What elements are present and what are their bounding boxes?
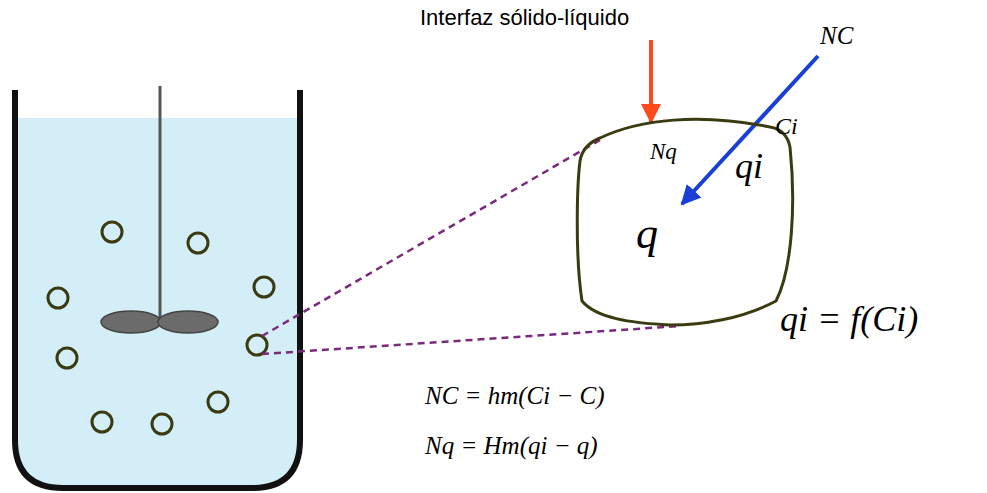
impeller-blade (158, 311, 218, 333)
particle-outline (570, 105, 802, 337)
flux-equation: Nq = Hm(qi − q) (425, 432, 598, 460)
particles (48, 222, 274, 434)
interface-concentration: Ci (775, 113, 798, 139)
flux-equation: NC = hm(Ci − C) (425, 382, 605, 410)
solid-flux-label: Nq (650, 139, 677, 164)
interface-arrow (649, 40, 653, 122)
equilibrium-equation: qi = f(Ci) (780, 300, 918, 340)
zoom-line (262, 326, 680, 354)
interface-loading: qi (735, 147, 763, 187)
impeller-blade (101, 311, 161, 333)
tank-wall (15, 90, 300, 488)
flux-arrow (682, 56, 818, 204)
liquid-flux-label: NC (820, 22, 853, 50)
stirrer-shaft (159, 86, 162, 318)
particle: CiNq qi q (570, 105, 802, 337)
interface-label: Interfaz sólido-líquido (420, 6, 629, 30)
zoom-line (262, 140, 600, 336)
particle-outline (577, 119, 792, 325)
particle-loading: q (636, 210, 658, 258)
liquid (15, 118, 300, 488)
